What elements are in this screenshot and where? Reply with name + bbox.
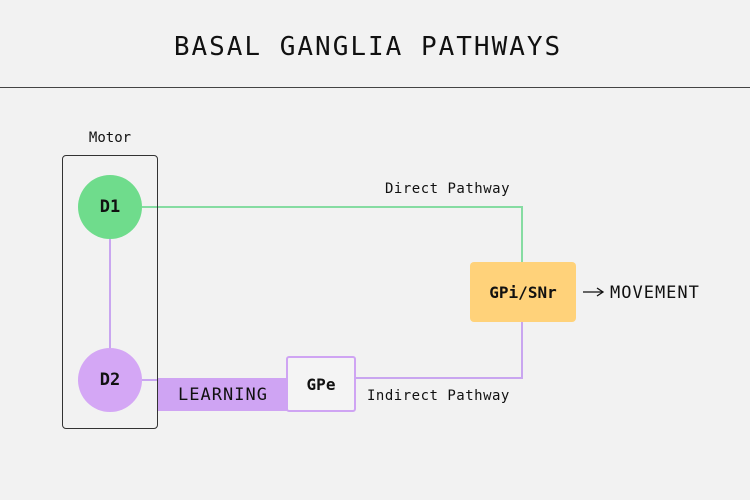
indirect-pathway-horizontal-line [356,377,523,379]
d2-label: D2 [99,370,121,390]
motor-group-label: Motor [88,130,132,146]
d1-d2-connector-line [109,239,111,348]
diagram-title: BASAL GANGLIA PATHWAYS [173,32,563,62]
gpe-node: GPe [286,356,356,412]
gpi-snr-label: GPi/SNr [489,282,557,302]
header: BASAL GANGLIA PATHWAYS [0,0,750,88]
direct-pathway-label: Direct Pathway [385,181,511,197]
movement-output-label: MOVEMENT [610,283,700,303]
d1-node: D1 [78,175,142,239]
indirect-pathway-label: Indirect Pathway [367,388,510,404]
d2-learning-connector-line [142,379,158,381]
d1-label: D1 [99,197,121,217]
gpe-label: GPe [306,374,336,394]
indirect-pathway-vertical-line [521,322,523,379]
learning-bar: LEARNING [158,378,288,411]
direct-pathway-horizontal-line [142,206,523,208]
motor-group-box [62,155,158,429]
direct-pathway-vertical-line [521,206,523,262]
learning-label: LEARNING [178,384,268,405]
arrow-right-icon [583,287,605,297]
gpi-snr-node: GPi/SNr [470,262,576,322]
d2-node: D2 [78,348,142,412]
